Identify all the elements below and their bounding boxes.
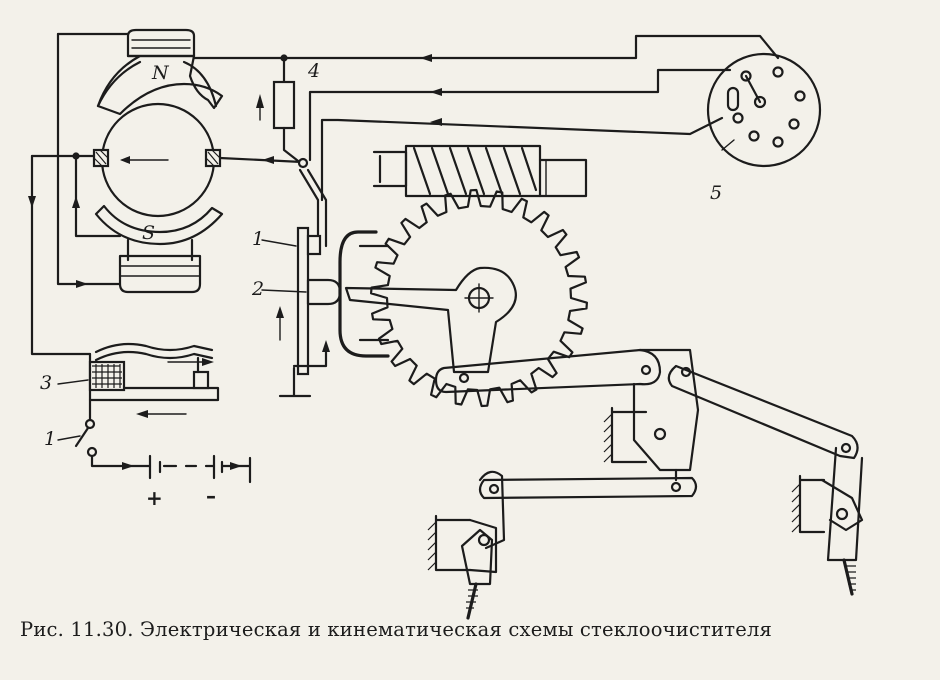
thermal-relay-3	[57, 342, 220, 422]
wiring	[28, 32, 780, 356]
resistor-4	[272, 80, 296, 130]
south-pole-shoe	[94, 204, 224, 246]
north-pole-shoe	[96, 54, 224, 116]
worm-shaft	[372, 144, 588, 198]
north-pole-label: N	[152, 62, 169, 84]
bottom-field-coil	[118, 254, 202, 294]
bottom-coil-windings	[119, 265, 201, 277]
resistor-label-4: 4	[308, 60, 321, 82]
gear-hub-lever	[338, 230, 517, 374]
figure-caption: Рис. 11.30. Электрическая и кинематическ…	[20, 618, 773, 641]
commutator-disk-5	[706, 52, 822, 168]
right-crank-plate	[632, 348, 700, 472]
top-field-coil	[126, 28, 196, 58]
disk-label-5: 5	[710, 182, 723, 204]
armature-arrow-head	[120, 156, 130, 164]
connecting-rod-lower	[478, 476, 698, 500]
connecting-rod-right	[667, 364, 859, 460]
switch-label-1: 1	[44, 428, 57, 450]
gear-teeth	[370, 188, 588, 408]
worm-threads	[412, 146, 538, 196]
ignition-switch-1	[57, 418, 98, 458]
gear-wheel	[370, 188, 588, 408]
battery-minus-label: –	[206, 484, 216, 508]
lever-ground	[278, 366, 312, 398]
connecting-rod-main	[434, 348, 662, 394]
contact-label-1: 1	[252, 228, 265, 250]
battery-plus-label: +	[146, 486, 163, 510]
contact-lever	[261, 226, 342, 398]
contact-point-1	[306, 234, 322, 256]
electric-motor	[92, 28, 224, 294]
south-pole-label: S	[142, 222, 156, 244]
top-coil-windings	[131, 39, 191, 49]
wiper-linkage	[427, 348, 864, 620]
north-pole-edge-right	[182, 60, 218, 108]
contact-plate	[296, 226, 310, 376]
north-pole-edge	[96, 60, 142, 108]
brush-hatching	[93, 149, 221, 167]
battery	[90, 454, 252, 484]
cam-follower-2	[306, 278, 342, 306]
relay-label-3: 3	[40, 372, 53, 394]
cam-label-2: 2	[252, 278, 265, 300]
